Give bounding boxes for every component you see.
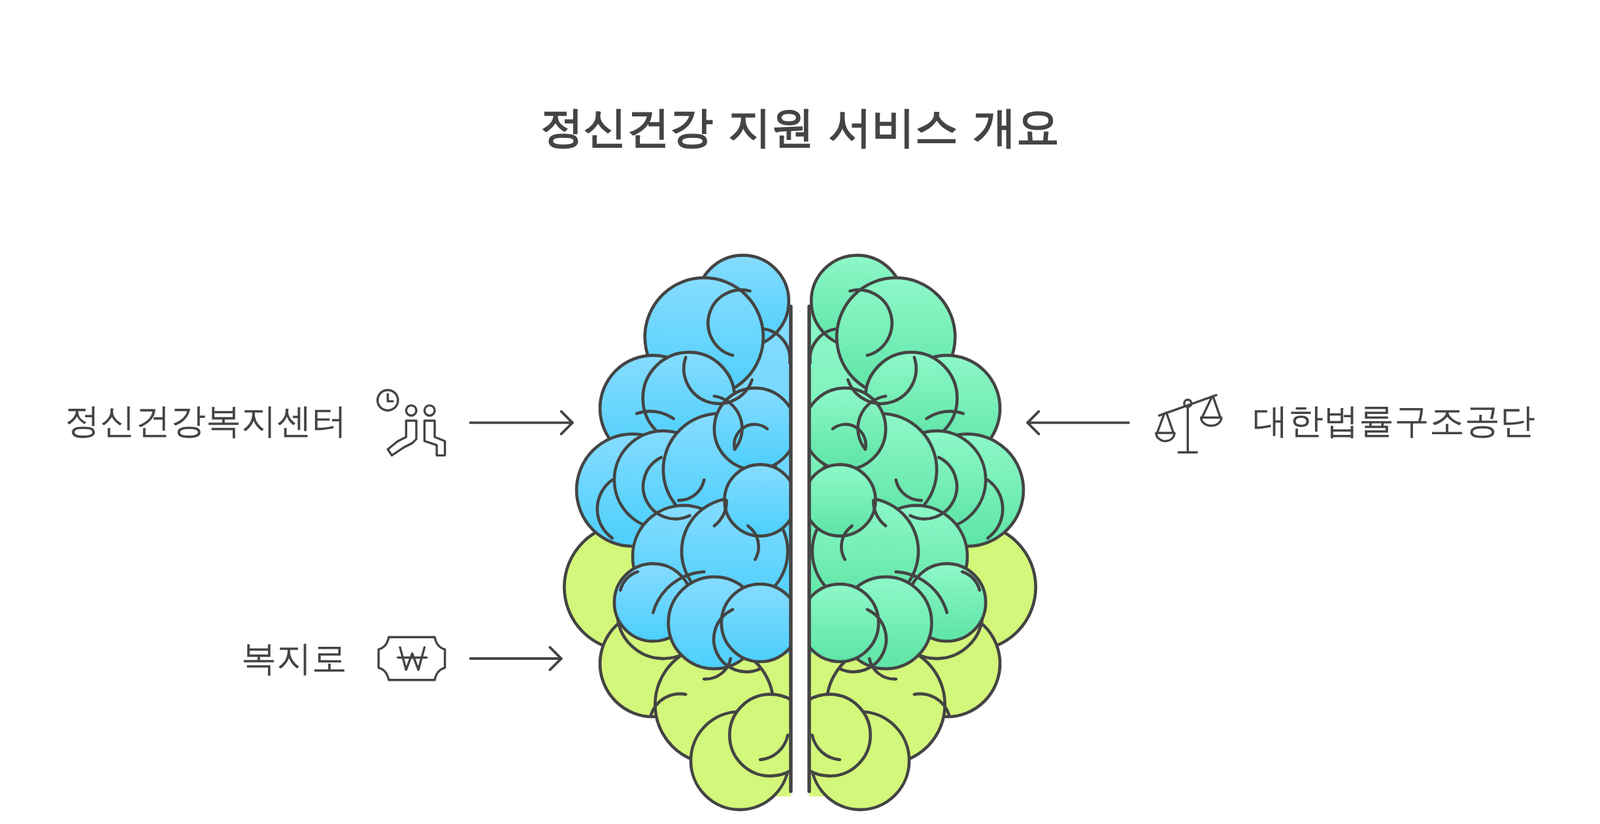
fold bbox=[841, 525, 852, 560]
fold bbox=[910, 456, 957, 519]
fold bbox=[714, 500, 727, 526]
fold bbox=[636, 411, 674, 419]
fold bbox=[809, 328, 837, 363]
fold bbox=[643, 456, 690, 519]
fold bbox=[926, 411, 964, 419]
fold bbox=[707, 289, 750, 355]
lobe bbox=[809, 583, 879, 662]
arrow bbox=[470, 411, 573, 434]
lobe bbox=[729, 694, 791, 776]
fold bbox=[733, 424, 768, 450]
fold bbox=[839, 609, 887, 672]
diagram-title: 정신건강 지원 서비스 개요 bbox=[540, 101, 1061, 153]
fold bbox=[858, 396, 887, 450]
lobe bbox=[724, 464, 791, 536]
fold bbox=[620, 571, 638, 590]
fold bbox=[896, 571, 948, 612]
fold bbox=[873, 500, 886, 526]
left-hemisphere bbox=[564, 254, 812, 810]
fold bbox=[760, 734, 788, 759]
fold bbox=[678, 479, 704, 500]
lobe bbox=[714, 387, 791, 470]
arrow bbox=[1027, 411, 1129, 434]
fold bbox=[869, 658, 897, 679]
fold bbox=[714, 396, 743, 450]
fold bbox=[914, 693, 950, 715]
midline bbox=[788, 305, 793, 791]
fold bbox=[962, 571, 980, 590]
arrow bbox=[470, 647, 562, 670]
money-icon bbox=[378, 636, 445, 680]
service-label: 복지로 bbox=[241, 637, 348, 680]
lobe bbox=[721, 583, 791, 662]
fold bbox=[747, 525, 759, 560]
fold bbox=[763, 328, 791, 363]
fold bbox=[703, 658, 731, 679]
lobe bbox=[809, 387, 886, 470]
fold bbox=[987, 479, 1003, 538]
fold bbox=[597, 479, 613, 538]
hemisphere-body bbox=[564, 254, 791, 810]
fold bbox=[850, 289, 893, 355]
service-label: 대한법률구조공단 bbox=[1252, 400, 1536, 443]
counseling-icon bbox=[377, 389, 446, 455]
right-hemisphere bbox=[788, 254, 1036, 810]
fold bbox=[896, 479, 922, 500]
lobe bbox=[809, 694, 871, 776]
fold bbox=[832, 424, 867, 450]
service-label: 정신건강복지센터 bbox=[64, 400, 348, 443]
fold bbox=[650, 693, 686, 715]
lobe bbox=[809, 464, 876, 536]
fold bbox=[812, 734, 840, 759]
midline bbox=[807, 305, 811, 791]
fold bbox=[713, 609, 761, 672]
scales-icon bbox=[1156, 394, 1222, 452]
hemisphere-body bbox=[809, 254, 1036, 810]
fold bbox=[652, 571, 704, 612]
